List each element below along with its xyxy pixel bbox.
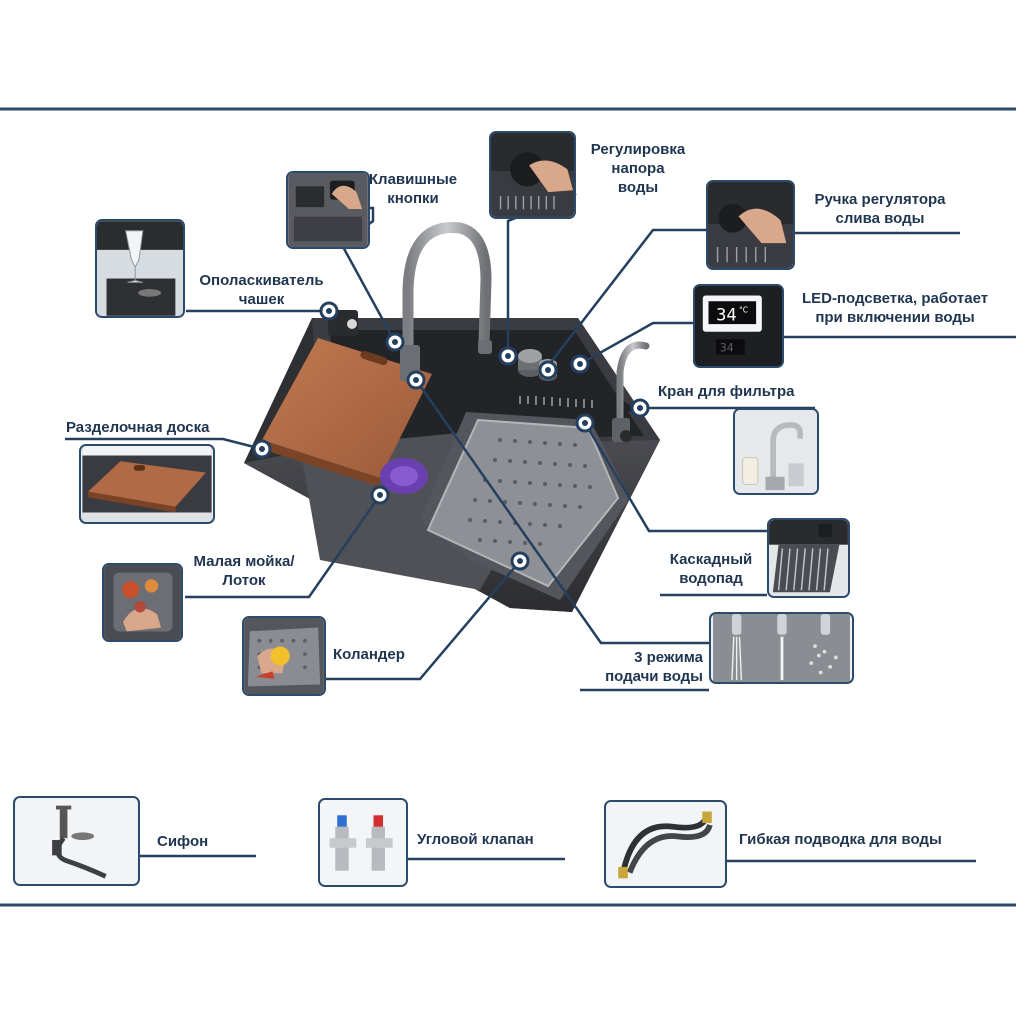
label-drain-knob: Ручка регулятора слива воды [814,191,946,227]
label-modes: 3 режима подачи воды [605,649,703,685]
board-line [65,437,263,451]
key-buttons-photo [286,171,370,249]
led-temperature-reflection: 34 [720,341,734,355]
label-filter-tap: Кран для фильтра [658,383,795,400]
label-pressure: Регулировка напора воды [590,141,686,196]
siphon-photo [13,796,140,886]
label-colander: Коландер [333,646,405,663]
hose-photo [604,800,727,888]
label-hose: Гибкая подводка для воды [739,831,942,848]
small-sink-photo [102,563,183,642]
angle-valve-photo [318,798,408,887]
pressure-knob-photo [489,131,576,219]
label-small-sink: Малая мойка/ Лоток [193,553,295,589]
label-cup-rinser: Ополаскиватель чашек [199,272,324,308]
colander-photo [242,616,326,696]
small-sink-line [185,494,382,599]
cup-rinser-photo [95,219,185,318]
label-led: LED-подсветка, работает при включении во… [801,290,989,326]
label-cascade: Каскадный водопад [669,551,753,587]
cascade-photo [767,518,850,598]
led-temperature-main: 34 [716,305,737,325]
colander-line [326,560,521,681]
filter-tap-photo [733,408,819,495]
modes-line [414,379,709,645]
drain-knob-photo [706,180,795,270]
drain-knob-line-2 [547,228,706,367]
water-modes-photo [709,612,854,684]
label-siphon: Сифон [157,833,209,850]
label-key-buttons: Клавишные кнопки [368,171,458,207]
led-line [581,321,693,365]
led-display-photo: 34 °C 34 [693,284,784,368]
label-cutting-board: Разделочная доска [66,419,210,436]
led-temperature-unit: °C [739,306,748,315]
cutting-board-photo [79,444,215,524]
cascade-line [583,422,767,533]
label-angle-valve: Угловой клапан [417,831,534,848]
